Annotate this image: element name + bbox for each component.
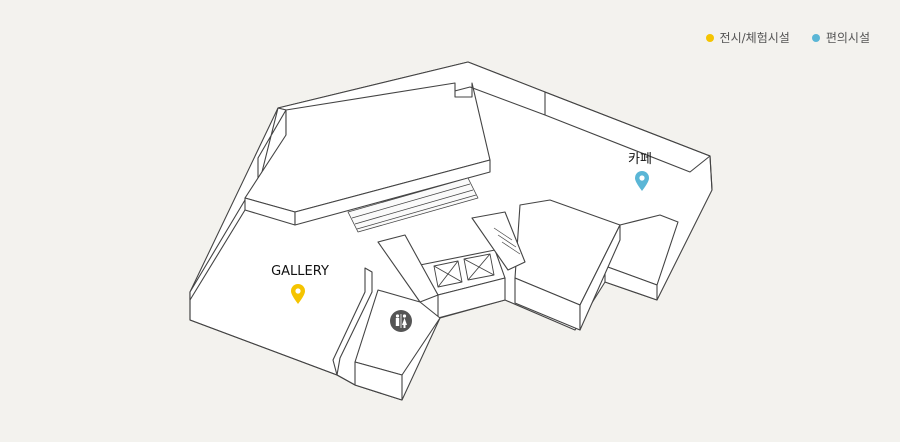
legend-item-amenities[interactable]: 편의시설 (811, 29, 870, 46)
cafe-label: 카페 (628, 152, 652, 167)
legend-label-exhibition: 전시/체험시설 (719, 31, 790, 45)
elevator-front (437, 277, 506, 319)
stairs-west (347, 177, 479, 233)
gallery-label: GALLERY (271, 264, 329, 279)
legend-label-amenities: 편의시설 (825, 31, 870, 45)
restroom-icon[interactable] (390, 310, 412, 332)
gallery-block-front (294, 159, 491, 226)
core-block-side (354, 361, 403, 401)
map-pin-icon (635, 171, 649, 191)
stairs-center (493, 227, 521, 255)
legend-item-exhibition[interactable]: 전시/체험시설 (705, 29, 790, 46)
core-block-top (377, 234, 439, 303)
elevator-icons (433, 253, 495, 288)
partition-wall (332, 267, 373, 376)
blue-dot-icon (811, 33, 820, 42)
poi-gallery[interactable]: GALLERY (271, 264, 329, 304)
core-block (354, 289, 441, 376)
stair-block (471, 211, 526, 271)
cafe-wall (604, 265, 658, 301)
map-pin-icon (291, 284, 305, 304)
yellow-dot-icon (705, 33, 714, 42)
central-block-right (579, 224, 621, 331)
legend: 전시/체험시설 편의시설 (705, 29, 870, 46)
poi-cafe[interactable]: 카페 (628, 152, 652, 191)
